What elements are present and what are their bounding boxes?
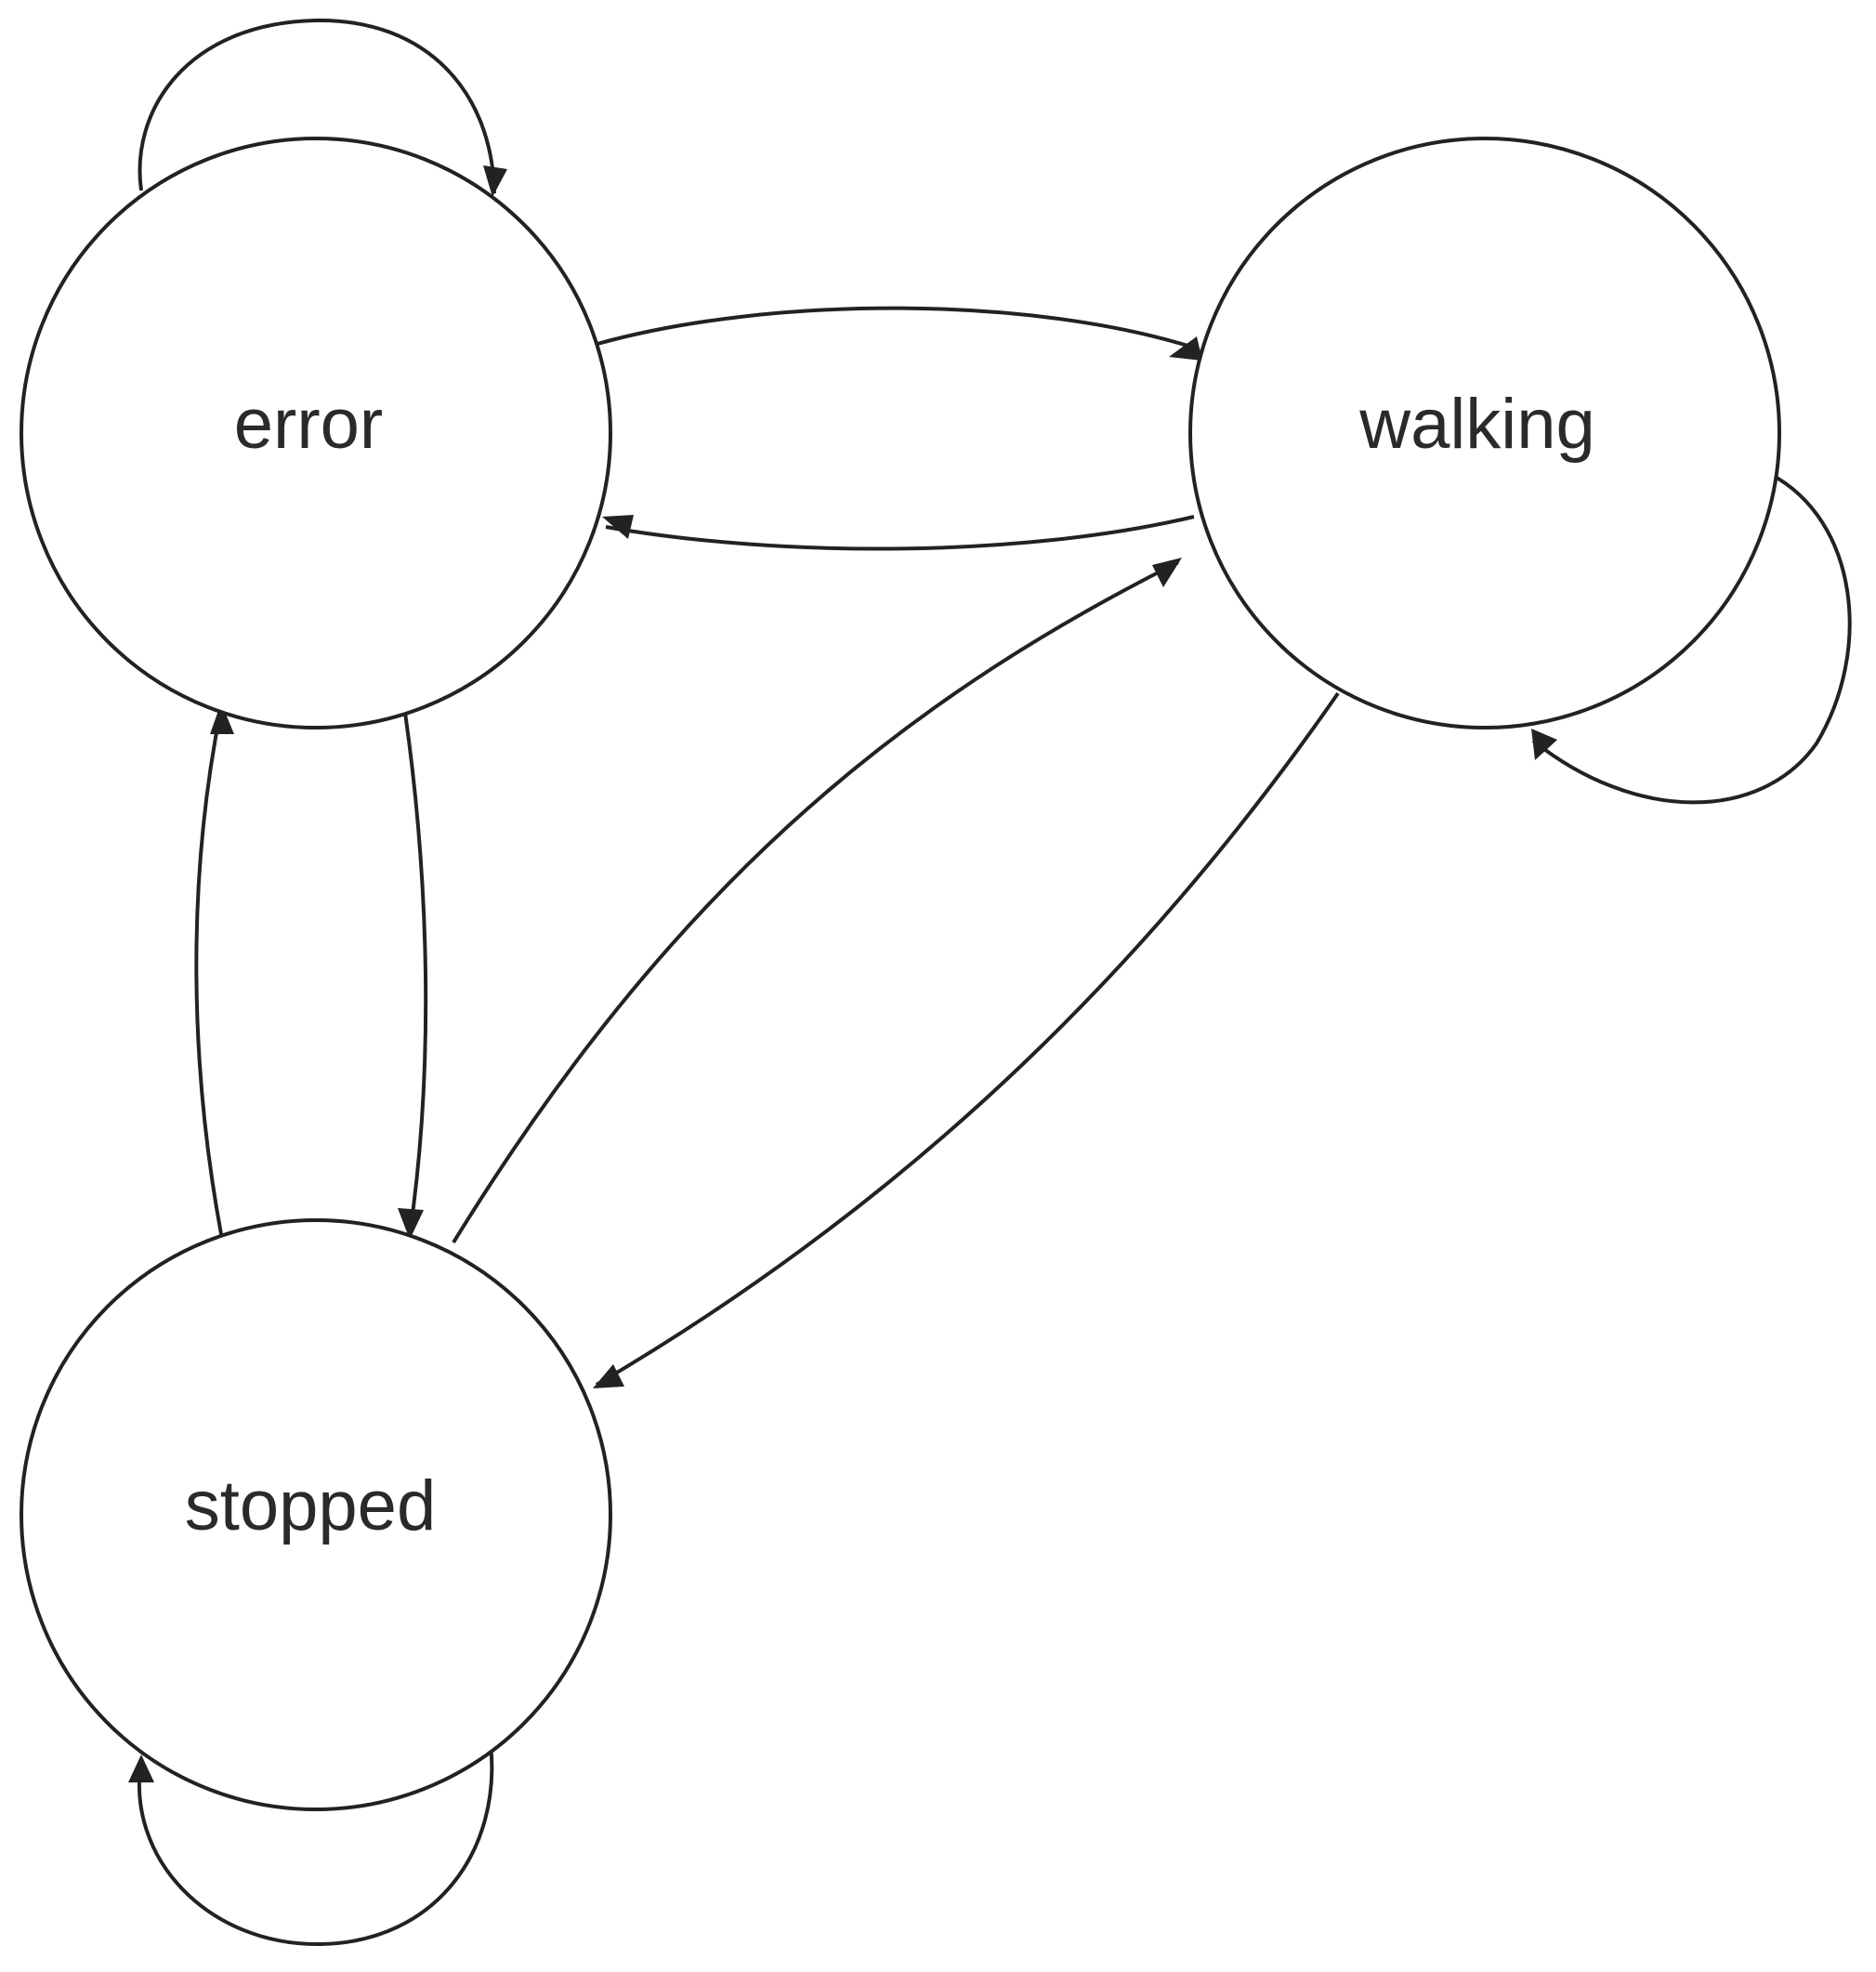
- arrow-into-stopped-top: [398, 1208, 424, 1240]
- edge-stopped-to-error: [194, 707, 223, 1235]
- edge-stopped-to-stopped: [138, 1743, 494, 1947]
- arrowheads: [128, 165, 1557, 1782]
- state-walking[interactable]: walking: [1188, 137, 1781, 730]
- edge-stopped-to-walking: [452, 560, 1179, 1244]
- arrow-stopped-self: [128, 1755, 154, 1782]
- arrow-into-stopped-right: [593, 1364, 624, 1388]
- arrow-into-walking-top: [1169, 336, 1202, 361]
- edge-error-to-error: [138, 18, 496, 194]
- state-walking-label: walking: [1358, 385, 1594, 464]
- arrow-error-self: [483, 165, 507, 197]
- edge-walking-to-error: [605, 515, 1195, 551]
- transitions: [138, 18, 1852, 1947]
- edge-error-to-stopped: [403, 712, 428, 1235]
- state-error-label: error: [234, 385, 383, 464]
- state-stopped-circle: [20, 1218, 612, 1811]
- state-error[interactable]: error: [20, 137, 612, 730]
- edge-walking-to-walking: [1531, 472, 1852, 805]
- state-error-circle: [20, 137, 612, 730]
- state-walking-circle: [1188, 137, 1781, 730]
- edge-error-to-walking: [597, 306, 1198, 350]
- arrow-walking-self: [1531, 729, 1557, 760]
- edge-walking-to-stopped: [595, 691, 1340, 1387]
- arrow-into-error-bottom: [210, 703, 234, 734]
- state-stopped[interactable]: stopped: [20, 1218, 612, 1811]
- arrow-into-walking-bottom: [1152, 558, 1182, 587]
- state-stopped-label: stopped: [185, 1466, 436, 1545]
- arrow-into-error-right: [602, 515, 634, 539]
